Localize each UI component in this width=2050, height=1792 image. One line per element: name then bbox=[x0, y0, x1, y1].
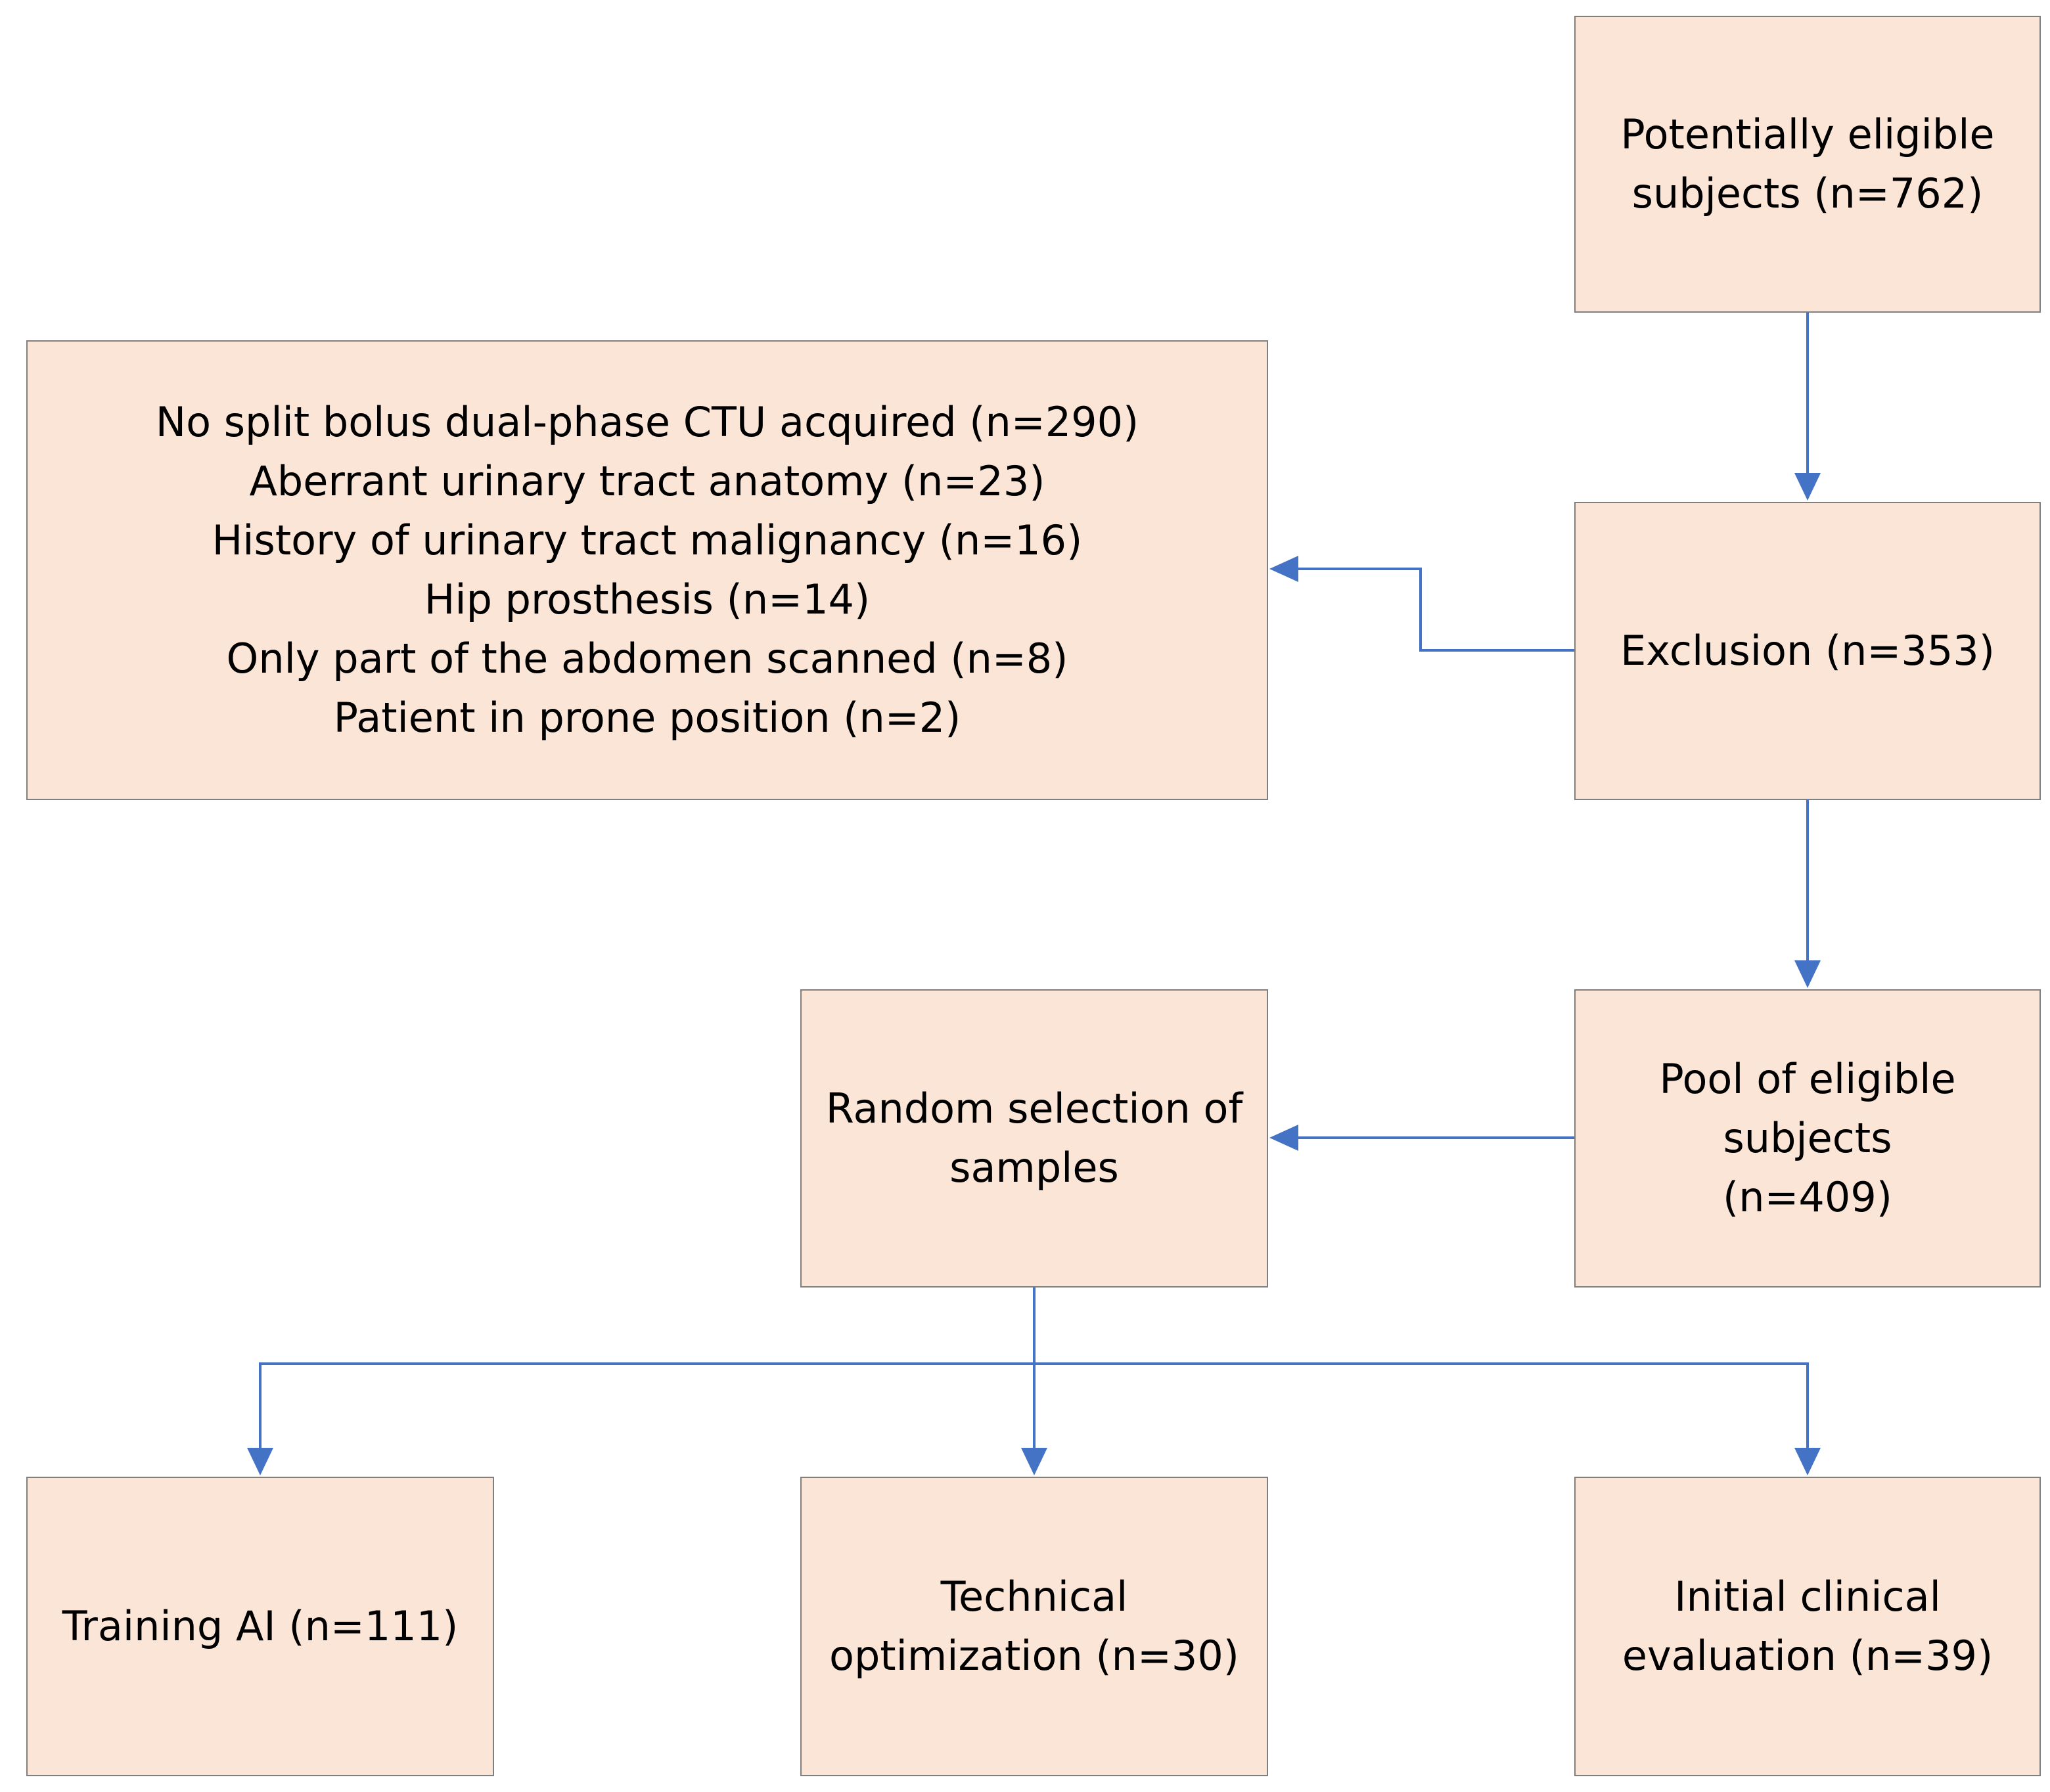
reason-line: Aberrant urinary tract anatomy (n=23) bbox=[249, 457, 1045, 505]
box-text-line: Pool of eligible bbox=[1659, 1055, 1956, 1103]
box-technical-optimization: Technical optimization (n=30) bbox=[800, 1477, 1268, 1776]
box-text-line: Exclusion (n=353) bbox=[1620, 627, 1995, 675]
reason-line: Only part of the abdomen scanned (n=8) bbox=[226, 635, 1068, 683]
box-text-line: evaluation (n=39) bbox=[1622, 1632, 1993, 1680]
box-training-ai: Training AI (n=111) bbox=[26, 1477, 494, 1776]
reason-line: History of urinary tract malignancy (n=1… bbox=[212, 516, 1083, 564]
box-random-selection: Random selection of samples bbox=[800, 989, 1268, 1288]
box-exclusion: Exclusion (n=353) bbox=[1574, 502, 2041, 800]
reason-line: Hip prosthesis (n=14) bbox=[424, 575, 871, 623]
arrowhead-icon bbox=[1021, 1448, 1047, 1475]
arrowhead-icon bbox=[1269, 556, 1298, 582]
arrowhead-icon bbox=[1794, 960, 1821, 988]
box-text-line: subjects bbox=[1723, 1114, 1892, 1162]
box-text-line: samples bbox=[949, 1144, 1119, 1192]
arrow-exclusion-to-reasons bbox=[1296, 568, 1574, 652]
reason-line: No split bolus dual-phase CTU acquired (… bbox=[155, 398, 1139, 446]
box-text-line: Initial clinical bbox=[1674, 1573, 1941, 1621]
box-text-line: subjects (n=762) bbox=[1631, 169, 1984, 217]
box-potentially-eligible: Potentially eligible subjects (n=762) bbox=[1574, 16, 2041, 313]
box-exclusion-reasons: No split bolus dual-phase CTU acquired (… bbox=[26, 340, 1268, 800]
arrowhead-icon bbox=[1269, 1125, 1298, 1151]
arrowhead-icon bbox=[247, 1448, 273, 1475]
box-text-line: (n=409) bbox=[1723, 1173, 1892, 1221]
reason-line: Patient in prone position (n=2) bbox=[333, 694, 961, 742]
box-text-line: Random selection of bbox=[825, 1085, 1243, 1132]
box-text-line: Training AI (n=111) bbox=[62, 1602, 459, 1650]
arrowhead-icon bbox=[1794, 473, 1821, 501]
box-pool-of-eligible: Pool of eligible subjects (n=409) bbox=[1574, 989, 2041, 1288]
box-text-line: Technical bbox=[940, 1573, 1128, 1621]
box-initial-clinical-evaluation: Initial clinical evaluation (n=39) bbox=[1574, 1477, 2041, 1776]
box-text-line: Potentially eligible bbox=[1620, 110, 1995, 158]
arrow-split-horizontal bbox=[259, 1362, 1809, 1450]
box-text-line: optimization (n=30) bbox=[829, 1632, 1239, 1680]
arrowhead-icon bbox=[1794, 1448, 1821, 1475]
